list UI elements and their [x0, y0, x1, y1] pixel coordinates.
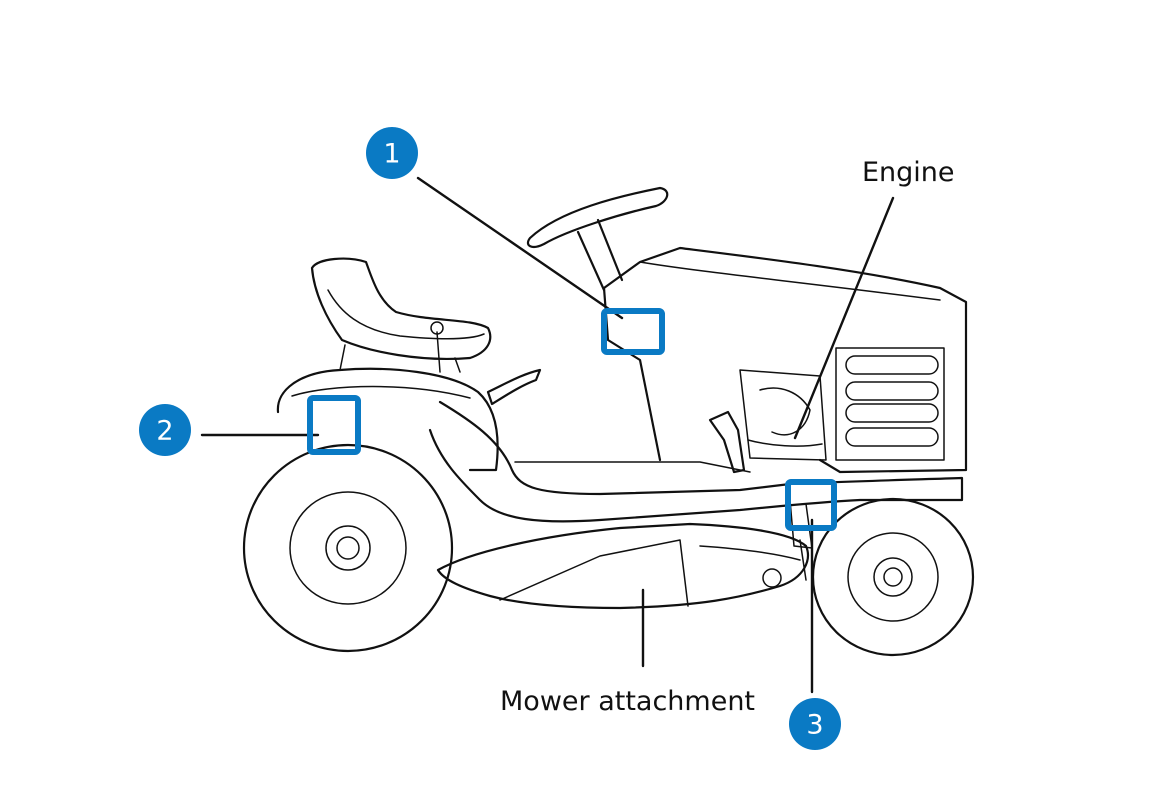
- callout-2-marker-box: [307, 395, 361, 455]
- callout-number-2: 2: [156, 416, 173, 447]
- callout-badge-circle: [139, 404, 191, 456]
- pedal: [708, 410, 746, 474]
- callout-badge-2: 2: [139, 404, 191, 456]
- marker-boxes: [307, 308, 837, 531]
- leader-lines: [200, 176, 895, 694]
- engine-area: [739, 369, 827, 461]
- callout-number-1: 1: [383, 139, 400, 170]
- callout-badge-circle: [789, 698, 841, 750]
- steering-column: [576, 218, 624, 292]
- mower-deck: [436, 522, 809, 610]
- steering-wheel: [526, 186, 669, 248]
- callout-badge-1: 1: [366, 127, 418, 179]
- callout-badge-3: 3: [789, 698, 841, 750]
- rear-wheel: [242, 443, 454, 653]
- seat: [310, 257, 492, 360]
- callout-3-marker-box: [785, 479, 837, 531]
- callout-1-leader: [416, 176, 624, 320]
- engine-label: Engine: [862, 157, 955, 188]
- callout-badge-circle: [366, 127, 418, 179]
- grille: [835, 347, 945, 461]
- mower-attachment-label: Mower attachment: [500, 686, 755, 717]
- dash-panel: [602, 246, 968, 474]
- tractor-illustration: [242, 186, 975, 657]
- body-chassis: [428, 400, 964, 523]
- callout-1-marker-box: [601, 308, 665, 355]
- rear-fender: [276, 367, 499, 472]
- engine-leader: [793, 196, 895, 440]
- callout-number-3: 3: [806, 710, 823, 741]
